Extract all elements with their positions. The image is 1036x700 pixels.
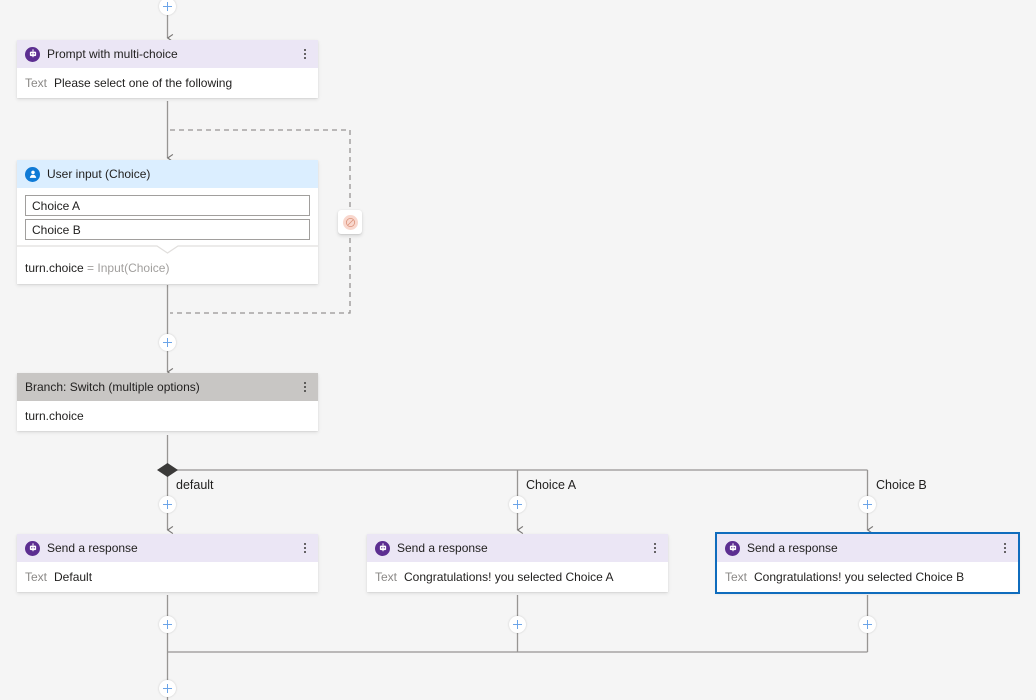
branch-label-choice-b: Choice B — [876, 478, 927, 492]
field-label: Text — [25, 76, 48, 90]
node-header[interactable]: Send a response — [717, 534, 1018, 562]
field-label: Text — [25, 570, 48, 584]
kebab-menu-icon[interactable] — [998, 539, 1012, 557]
choice-input-a[interactable] — [25, 195, 310, 216]
add-node-button-choice-a[interactable] — [509, 496, 526, 513]
branch-label-default: default — [176, 478, 214, 492]
node-title: Prompt with multi-choice — [47, 47, 178, 61]
node-prompt-with-multi-choice[interactable]: Prompt with multi-choice Text Please sel… — [17, 40, 318, 98]
add-node-button-bottom[interactable] — [159, 680, 176, 697]
node-body: Text Please select one of the following — [17, 68, 318, 98]
node-header[interactable]: Send a response — [367, 534, 668, 562]
unrecognized-intent-chip[interactable] — [338, 210, 362, 234]
node-title: Send a response — [47, 541, 138, 555]
node-divider — [17, 245, 318, 254]
choice-input-b[interactable] — [25, 219, 310, 240]
add-node-button-before-branch[interactable] — [159, 334, 176, 351]
add-node-button-after-default[interactable] — [159, 616, 176, 633]
node-send-response-default[interactable]: Send a response Text Default — [17, 534, 318, 592]
node-header[interactable]: Branch: Switch (multiple options) — [17, 373, 318, 401]
choice-list — [17, 188, 318, 245]
assign-source: Input(Choice) — [97, 261, 170, 275]
node-title: User input (Choice) — [47, 167, 151, 181]
node-title: Branch: Switch (multiple options) — [25, 380, 200, 394]
node-branch-switch[interactable]: Branch: Switch (multiple options) turn.c… — [17, 373, 318, 431]
branch-label-choice-a: Choice A — [526, 478, 577, 492]
branch-condition: turn.choice — [25, 409, 84, 423]
field-value: Please select one of the following — [54, 76, 233, 90]
field-label: Text — [725, 570, 748, 584]
kebab-menu-icon[interactable] — [298, 378, 312, 396]
field-value: Congratulations! you selected Choice B — [754, 570, 965, 584]
bot-icon — [725, 540, 740, 556]
node-title: Send a response — [397, 541, 488, 555]
add-node-button-top[interactable] — [159, 0, 176, 15]
add-node-button-after-choice-b[interactable] — [859, 616, 876, 633]
error-circle-icon — [342, 214, 358, 230]
field-label: Text — [375, 570, 398, 584]
kebab-menu-icon[interactable] — [298, 539, 312, 557]
add-node-button-after-choice-a[interactable] — [509, 616, 526, 633]
node-body: Text Congratulations! you selected Choic… — [717, 562, 1018, 592]
node-title: Send a response — [747, 541, 838, 555]
assignment-row: turn.choice = Input(Choice) — [17, 253, 318, 284]
node-header[interactable]: Send a response — [17, 534, 318, 562]
node-body: turn.choice — [17, 401, 318, 431]
node-send-response-choice-b[interactable]: Send a response Text Congratulations! yo… — [715, 532, 1020, 594]
node-user-input-choice[interactable]: User input (Choice) turn.choice = Input(… — [17, 160, 318, 284]
add-node-button-choice-b[interactable] — [859, 496, 876, 513]
assign-target: turn.choice — [25, 261, 84, 275]
node-send-response-choice-a[interactable]: Send a response Text Congratulations! yo… — [367, 534, 668, 592]
node-body: Text Default — [17, 562, 318, 592]
assign-operator: = — [87, 261, 95, 275]
bot-icon — [375, 540, 390, 556]
kebab-menu-icon[interactable] — [648, 539, 662, 557]
node-header[interactable]: User input (Choice) — [17, 160, 318, 188]
bot-icon — [25, 540, 40, 556]
bot-icon — [25, 46, 40, 62]
add-node-button-default[interactable] — [159, 496, 176, 513]
node-header[interactable]: Prompt with multi-choice — [17, 40, 318, 68]
field-value: Default — [54, 570, 93, 584]
kebab-menu-icon[interactable] — [298, 45, 312, 63]
field-value: Congratulations! you selected Choice A — [404, 570, 614, 584]
user-icon — [25, 166, 40, 182]
node-body: Text Congratulations! you selected Choic… — [367, 562, 668, 592]
